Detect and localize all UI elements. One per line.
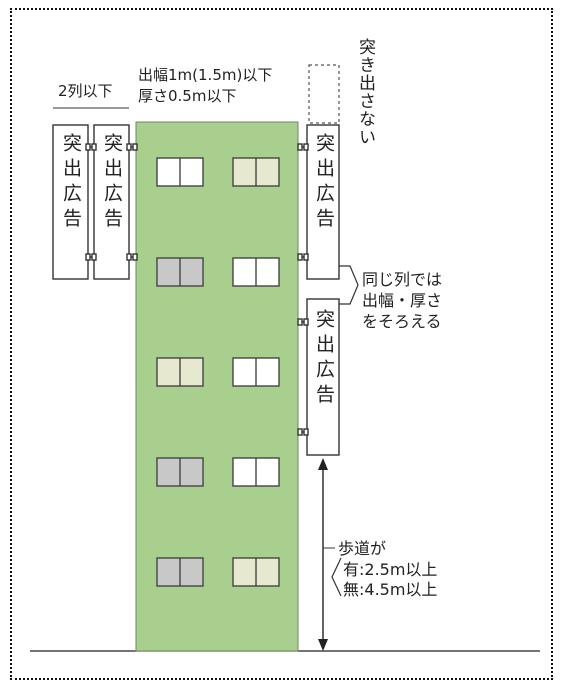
window — [232, 257, 280, 287]
left-sign-outer — [52, 124, 89, 280]
right-sign-upper-text: 突出広告 — [313, 133, 335, 233]
window — [156, 257, 204, 287]
no-protrusion-dashed-box — [308, 64, 340, 124]
left-sign-inner-text: 突出広告 — [101, 133, 123, 233]
right-sign-lower-text: 突出広告 — [313, 309, 335, 409]
same-column-note-line1: 同じ列では — [362, 270, 443, 289]
sidewalk-yes-clearance: 有:2.5m以上 — [343, 560, 438, 579]
window — [232, 357, 280, 387]
window — [232, 557, 280, 587]
right-sign-brackets — [297, 143, 309, 436]
clearance-arrow — [318, 458, 328, 651]
window — [156, 457, 204, 487]
window — [232, 157, 280, 187]
sidewalk-heading: 歩道が — [338, 539, 387, 558]
same-column-note-line2: 出幅・厚さ — [362, 291, 443, 310]
left-sign-outer-text: 突出広告 — [60, 133, 82, 233]
sidewalk-no-clearance: 無:4.5m以上 — [343, 580, 438, 599]
building-windows — [156, 157, 280, 587]
window — [156, 357, 204, 387]
right-sign-upper — [306, 124, 340, 280]
thickness-limit-label: 厚さ0.5m以下 — [138, 87, 237, 105]
window — [156, 557, 204, 587]
window — [156, 157, 204, 187]
window — [232, 457, 280, 487]
left-sign-brackets — [85, 143, 138, 261]
sidewalk-brace — [331, 557, 342, 597]
same-column-note-line3: をそろえる — [362, 312, 442, 331]
same-column-brace — [339, 265, 359, 305]
no-protrusion-label: 突き出さない — [355, 38, 375, 146]
left-sign-inner — [93, 124, 130, 280]
dotted-frame — [10, 8, 553, 680]
width-limit-label: 出幅1m(1.5m)以下 — [138, 66, 273, 84]
right-sign-lower — [306, 298, 340, 456]
two-columns-label: 2列以下 — [58, 82, 113, 100]
